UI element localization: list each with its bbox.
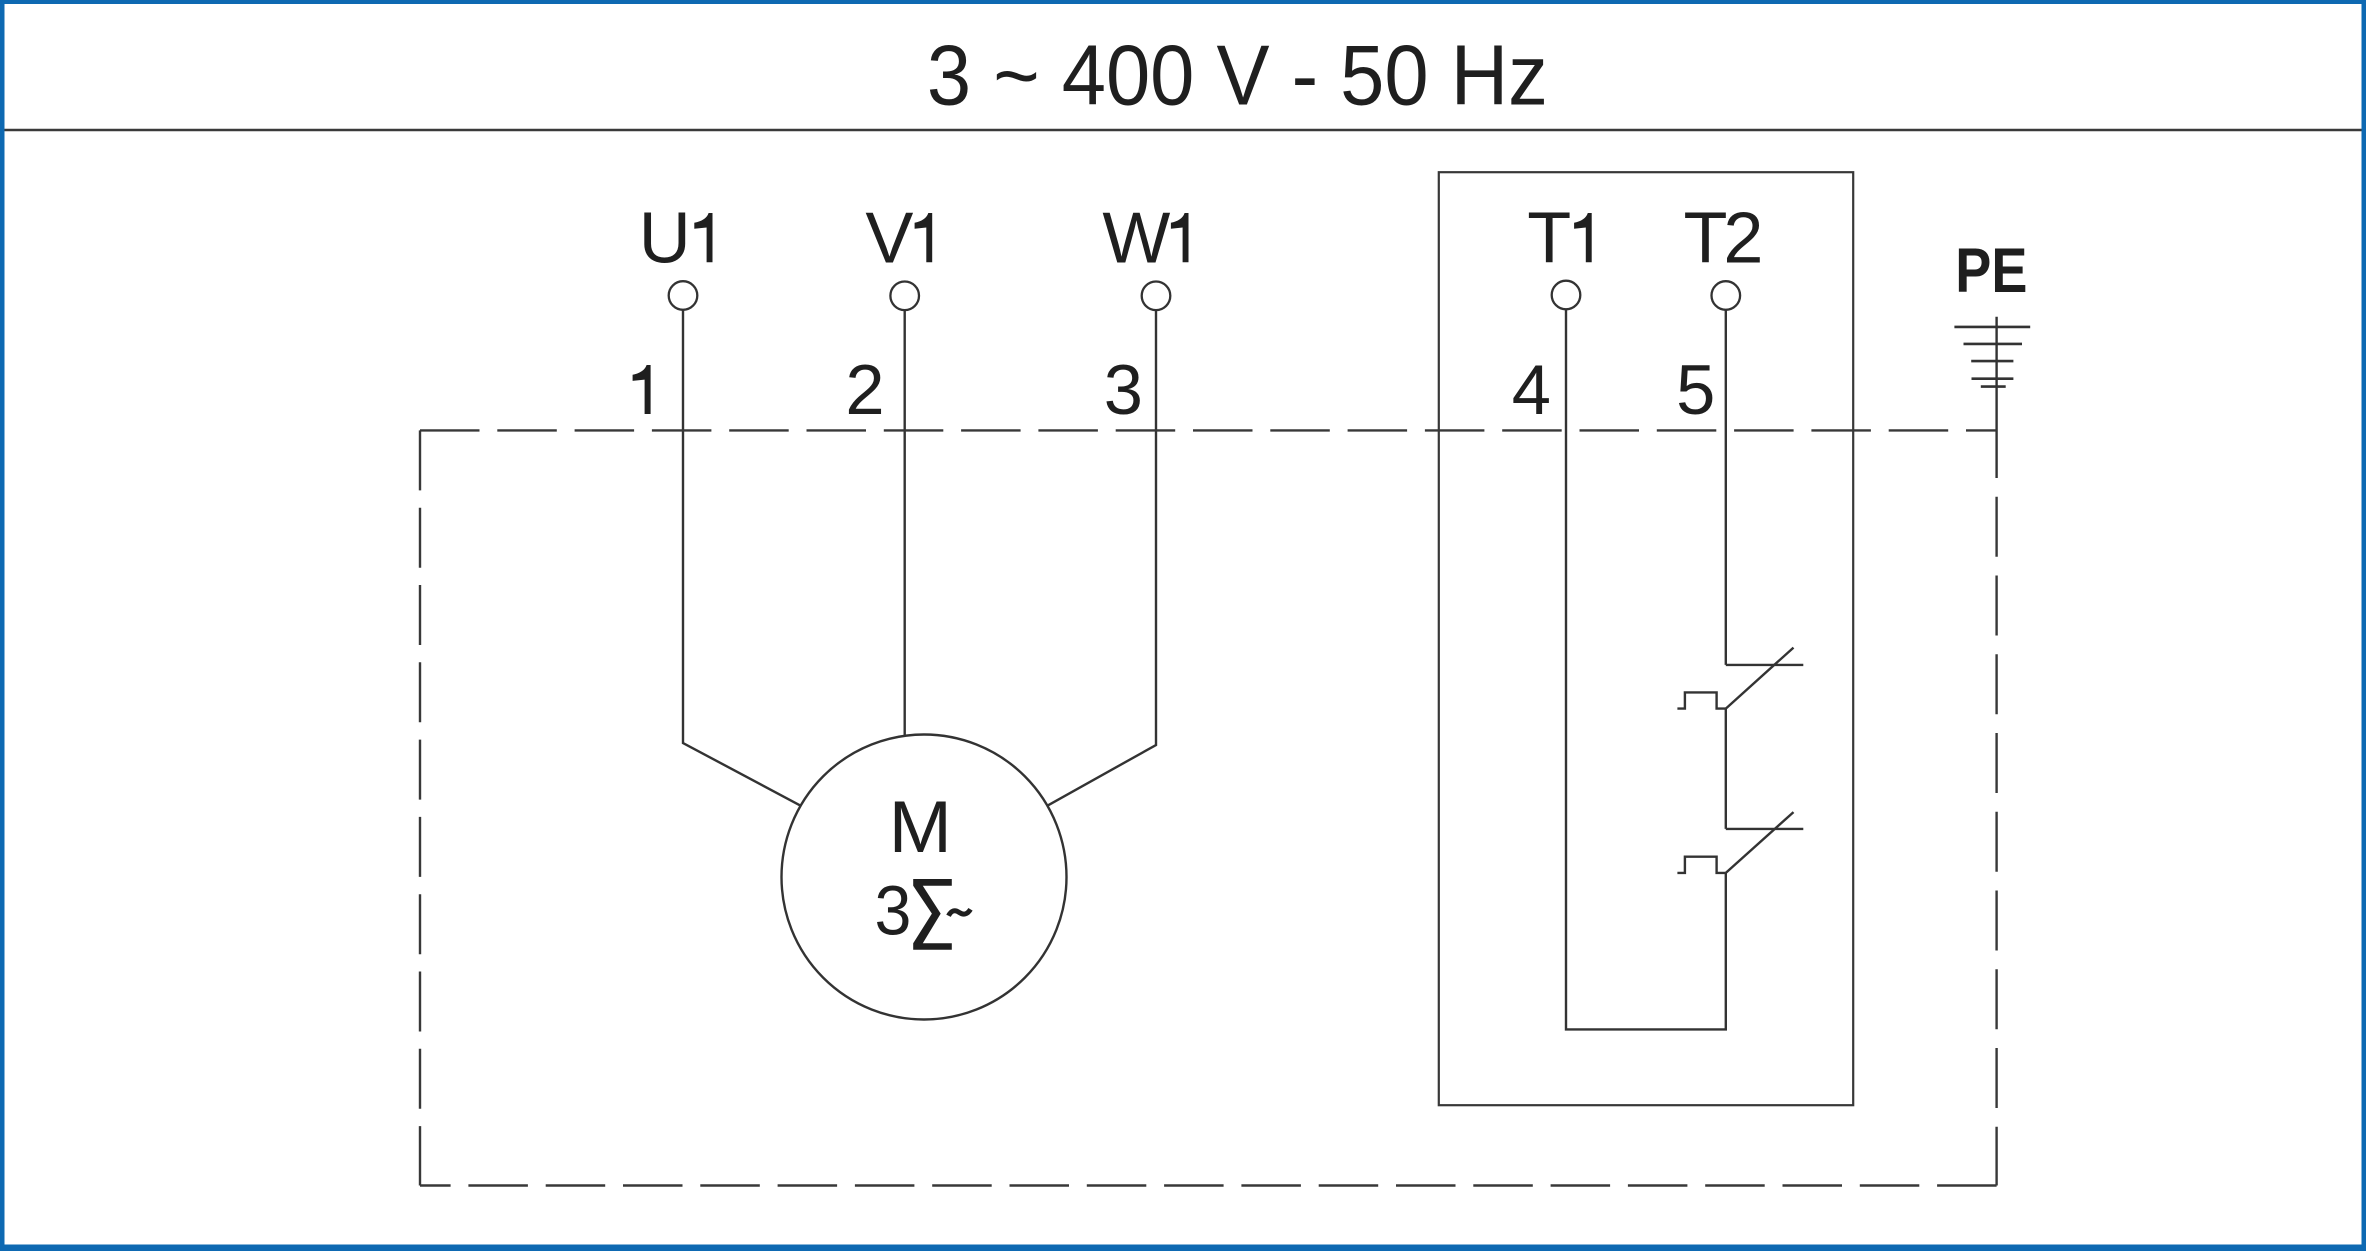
svg-text:T: T [1527, 198, 1571, 278]
svg-text:U: U [639, 198, 691, 278]
svg-text:T: T [1684, 198, 1728, 278]
svg-text:3 ~ 400 V - 50 Hz: 3 ~ 400 V - 50 Hz [927, 29, 1548, 124]
svg-text:3: 3 [1104, 350, 1143, 429]
svg-text:2: 2 [845, 350, 884, 429]
svg-text:PE: PE [1955, 236, 2027, 306]
svg-text:V: V [865, 198, 913, 278]
svg-text:2: 2 [1723, 198, 1763, 278]
svg-text:5: 5 [1676, 350, 1715, 429]
svg-text:M: M [889, 787, 952, 868]
svg-text:W: W [1102, 198, 1170, 278]
svg-text:4: 4 [1512, 350, 1551, 429]
svg-text:3: 3 [875, 871, 912, 949]
